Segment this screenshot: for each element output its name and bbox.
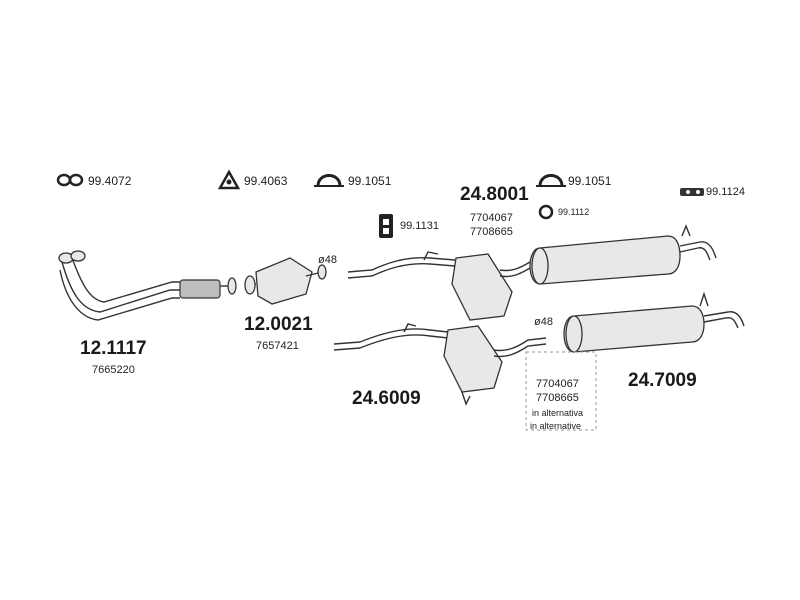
- fitting-code: 99.1051: [568, 174, 612, 188]
- fitting-code: 99.4063: [244, 174, 288, 188]
- fitting-code: 99.1131: [400, 220, 439, 232]
- rear-silencer-upper: [529, 224, 717, 285]
- part-code: 24.6009: [352, 388, 421, 409]
- part-ref: 7704067: [470, 212, 513, 224]
- rear-silencer-lower: [525, 291, 745, 431]
- double-ring-gasket-icon: [56, 173, 84, 187]
- part-code: 24.7009: [628, 370, 697, 391]
- part-ref: 7657421: [256, 340, 299, 352]
- part-code: 12.1117: [80, 338, 147, 359]
- center-silencer-upper: [347, 251, 541, 321]
- front-downpipe: [58, 250, 237, 321]
- part-ref: 7708665: [470, 226, 513, 238]
- alternative-note: in alternativa: [532, 408, 584, 418]
- u-clamp-icon: [536, 174, 566, 187]
- diameter-label: ø48: [318, 254, 337, 266]
- part-code: 12.0021: [244, 314, 313, 335]
- u-clamp-icon: [314, 174, 344, 187]
- fitting-code: 99.4072: [88, 174, 132, 188]
- diameter-label: ø48: [534, 316, 553, 328]
- ring-gasket-icon: [538, 204, 554, 220]
- strap-hanger-icon: [680, 188, 704, 196]
- fitting-code: 99.1112: [558, 207, 590, 217]
- center-silencer-lower: [333, 323, 547, 406]
- rubber-mount-icon: [379, 214, 393, 238]
- part-code: 24.8001: [460, 184, 529, 205]
- part-ref: 7708665: [536, 392, 579, 404]
- fitting-code: 99.1124: [706, 186, 745, 198]
- part-ref: 7704067: [536, 378, 579, 390]
- alternative-note: in alternative: [530, 421, 582, 431]
- part-ref: 7665220: [92, 364, 135, 376]
- triangle-flange-gasket-icon: [217, 169, 241, 190]
- catalytic-converter: [244, 257, 327, 305]
- fitting-code: 99.1051: [348, 174, 392, 188]
